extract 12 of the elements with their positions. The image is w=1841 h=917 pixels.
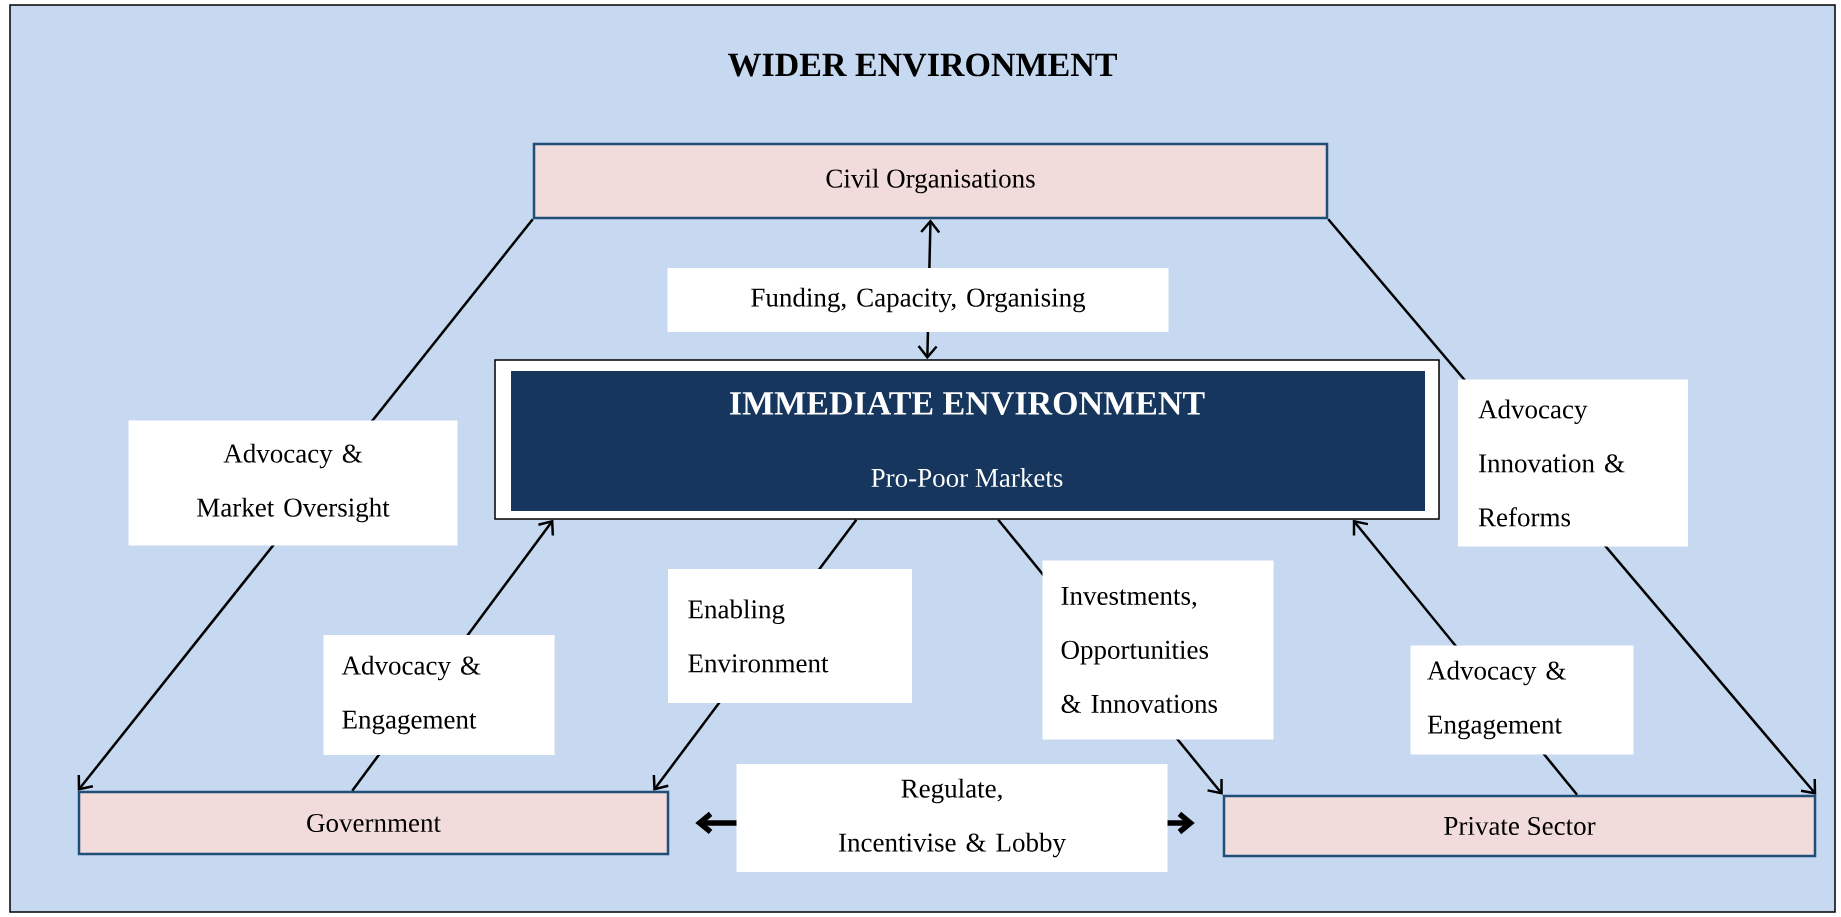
edge-label: Advocacy & Engagement <box>323 635 555 755</box>
actor-box: Government <box>77 790 670 856</box>
edge-label: Investments, Opportunities & Innovations <box>1042 560 1274 740</box>
edge-label: Funding, Capacity, Organising <box>667 268 1169 332</box>
edge-label: Regulate, Incentivise & Lobby <box>736 764 1168 872</box>
actor-box: Private Sector <box>1222 794 1817 858</box>
edge-label: Enabling Environment <box>668 569 912 703</box>
actor-box: Civil Organisations <box>532 142 1329 220</box>
edge-label: Advocacy & Market Oversight <box>128 420 458 546</box>
edge-label: Advocacy Innovation & Reforms <box>1458 379 1688 547</box>
market-box: IMMEDIATE ENVIRONMENT Pro-Poor Markets <box>494 359 1440 520</box>
edge-label: Advocacy & Engagement <box>1410 645 1634 755</box>
